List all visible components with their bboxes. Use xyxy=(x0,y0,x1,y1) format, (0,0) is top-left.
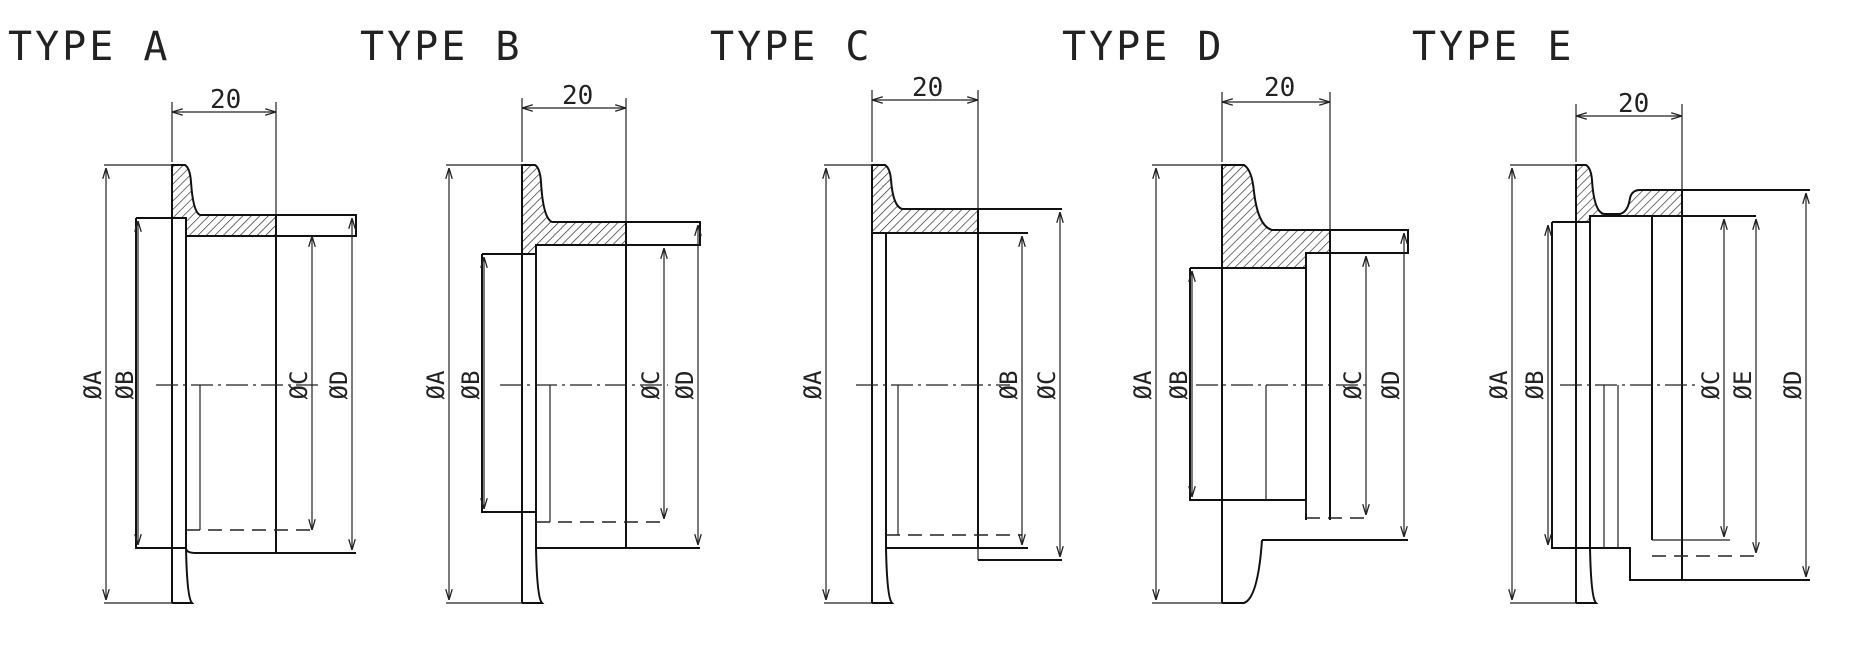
type-e-dia-d: ØD xyxy=(1779,371,1807,400)
type-e-width-label: 20 xyxy=(1618,89,1649,119)
type-b-dia-a: ØA xyxy=(422,370,450,399)
title-type-c: TYPE C xyxy=(710,24,873,70)
type-e-dia-e: ØE xyxy=(1729,371,1757,400)
type-b-dia-b: ØB xyxy=(457,371,485,400)
type-d-dia-b: ØB xyxy=(1165,371,1193,400)
type-a-width-label: 20 xyxy=(210,85,241,115)
type-e-drawing: 20 ØA ØB ØC ØE ØD xyxy=(1485,89,1810,604)
title-type-e: TYPE E xyxy=(1412,24,1575,70)
type-d-dia-c: ØC xyxy=(1339,371,1367,400)
type-c-dia-a: ØA xyxy=(799,370,827,399)
type-d-dia-a: ØA xyxy=(1129,370,1157,399)
type-d-width-label: 20 xyxy=(1264,73,1295,103)
type-e-dia-b: ØB xyxy=(1521,371,1549,400)
type-e-dia-c: ØC xyxy=(1697,371,1725,400)
type-a-dia-d: ØD xyxy=(325,371,353,400)
type-a-dia-c: ØC xyxy=(285,371,313,400)
type-c-dia-c: ØC xyxy=(1033,371,1061,400)
title-type-d: TYPE D xyxy=(1062,24,1225,70)
type-c-width-label: 20 xyxy=(912,73,943,103)
type-a-drawing: 20 ØA ØB ØC ØD xyxy=(79,85,357,604)
title-type-a: TYPE A xyxy=(8,24,171,70)
type-d-drawing: 20 ØA ØB ØC ØD xyxy=(1129,73,1409,604)
type-a-dia-a: ØA xyxy=(79,370,107,399)
type-b-dia-d: ØD xyxy=(671,371,699,400)
type-c-dia-b: ØB xyxy=(995,371,1023,400)
title-type-b: TYPE B xyxy=(360,24,523,70)
type-b-width-label: 20 xyxy=(562,81,593,111)
type-e-dia-a: ØA xyxy=(1485,370,1513,399)
type-b-dia-c: ØC xyxy=(637,371,665,400)
type-c-drawing: 20 ØA ØB ØC xyxy=(799,73,1062,604)
type-b-drawing: 20 ØA ØB ØC ØD xyxy=(422,81,700,604)
type-a-dia-b: ØB xyxy=(111,371,139,400)
type-d-dia-d: ØD xyxy=(1377,371,1405,400)
